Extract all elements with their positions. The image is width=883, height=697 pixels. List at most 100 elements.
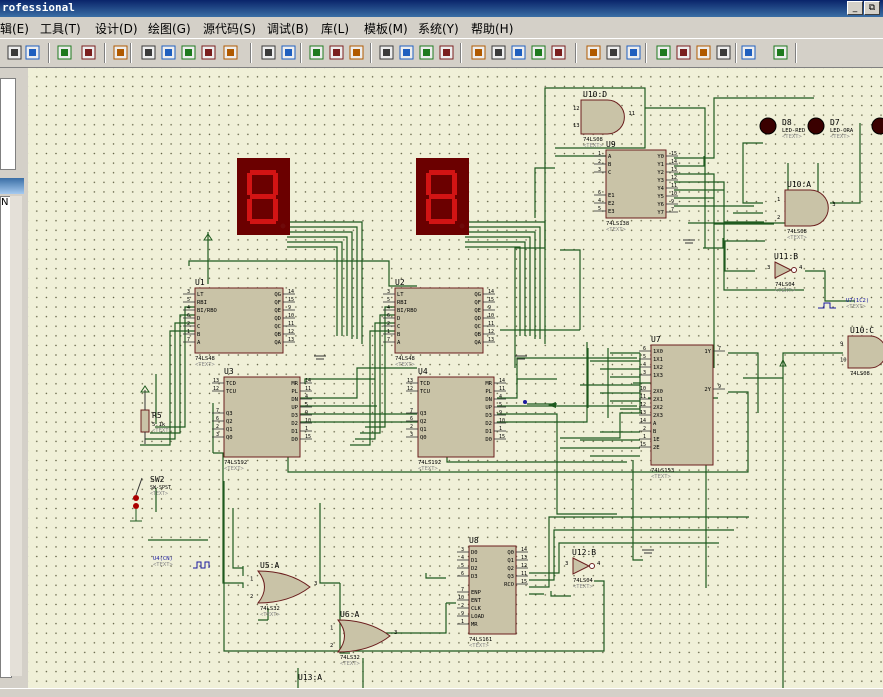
- menu-source[interactable]: 源代码(S): [203, 22, 256, 36]
- u11b-gate: [774, 261, 793, 279]
- u9-pin-num: 11: [671, 183, 677, 189]
- device-selector-header[interactable]: [0, 178, 24, 194]
- pan-icon[interactable]: [140, 44, 157, 61]
- u3-pin-num: 9: [305, 410, 308, 416]
- u3-pin-num: 13: [213, 378, 219, 384]
- u12b-pin-num: 3: [565, 561, 568, 567]
- u11b-part: 74LS04: [775, 282, 796, 288]
- remove-sheet-icon[interactable]: [675, 44, 692, 61]
- decompose-icon[interactable]: [530, 44, 547, 61]
- menu-tools[interactable]: 工具(T): [40, 22, 81, 36]
- u8-pin-name: Q2: [507, 566, 514, 572]
- u12b-pin-num: 4: [597, 561, 601, 567]
- device-list-item[interactable]: N: [1, 197, 9, 208]
- u2-pin-num: 12: [488, 329, 494, 335]
- exit-to-parent-icon[interactable]: [695, 44, 712, 61]
- page-icon[interactable]: [24, 44, 41, 61]
- u2-pin-num: 5: [387, 297, 390, 303]
- menu-graph[interactable]: 绘图(G): [148, 22, 191, 36]
- menu-help[interactable]: 帮助(H): [471, 22, 514, 36]
- u10d-ref: U10:D: [583, 90, 607, 99]
- u9-pin-name: Y6: [657, 202, 664, 208]
- redo-icon[interactable]: [280, 44, 297, 61]
- u1-part: 74LS48: [195, 356, 215, 362]
- clock-generator-icon: [818, 302, 836, 309]
- u4-pin-num: 11: [499, 386, 505, 392]
- wire-autorouter-icon[interactable]: [550, 44, 567, 61]
- u6a-ref: U6:A: [340, 610, 359, 619]
- zoom-in-icon[interactable]: [160, 44, 177, 61]
- u9-pin-name: Y1: [657, 162, 664, 168]
- u3-pin-name: Q2: [226, 419, 233, 425]
- wire: [212, 403, 244, 588]
- u11b-pin-num: 4: [799, 265, 803, 271]
- u9-pin-name: Y2: [657, 170, 664, 176]
- toolbar-separator: [460, 43, 462, 63]
- segment: [452, 173, 457, 195]
- menu-library[interactable]: 库(L): [321, 22, 350, 36]
- u1-pin-num: 14: [288, 289, 294, 295]
- minimize-button[interactable]: _: [847, 1, 863, 15]
- u9-pin-name: Y7: [657, 210, 664, 216]
- block-copy-icon[interactable]: [378, 44, 395, 61]
- grid-icon[interactable]: [80, 44, 97, 61]
- u9-pin-num: 7: [671, 207, 674, 213]
- sw2-text: <TEXT>: [150, 491, 168, 497]
- zoom-all-icon[interactable]: [200, 44, 217, 61]
- overview-window[interactable]: [0, 78, 16, 170]
- zoom-area-icon[interactable]: [222, 44, 239, 61]
- undo-icon[interactable]: [260, 44, 277, 61]
- u4-pin-num: 10: [499, 418, 505, 424]
- u1-pin-name: QE: [274, 308, 281, 314]
- u2-pin-name: B: [397, 332, 401, 338]
- restore-button[interactable]: ⧉: [864, 1, 880, 15]
- package-icon[interactable]: [510, 44, 527, 61]
- u10d-part: 74LS08: [583, 137, 603, 143]
- menu-template[interactable]: 模板(M): [364, 22, 408, 36]
- pick-device-icon[interactable]: [470, 44, 487, 61]
- block-delete-icon[interactable]: [438, 44, 455, 61]
- wire: [297, 367, 627, 463]
- block-rotate-icon[interactable]: [418, 44, 435, 61]
- u7-pin-name: 2X1: [653, 397, 663, 403]
- wire: [297, 658, 364, 688]
- menu-edit[interactable]: 辑(E): [0, 22, 29, 36]
- search-icon[interactable]: [585, 44, 602, 61]
- u3-pin-name: TCU: [226, 389, 236, 395]
- scrollbar[interactable]: [10, 196, 22, 676]
- u9-pin-num: 5: [598, 206, 601, 212]
- menu-system[interactable]: 系统(Y): [418, 22, 459, 36]
- zoom-out-icon[interactable]: [180, 44, 197, 61]
- wire: [500, 249, 581, 331]
- sw2-part: SW-SPST: [150, 485, 171, 491]
- refresh-icon[interactable]: [56, 44, 73, 61]
- wire: [497, 342, 637, 515]
- u2-pin-num: 7: [387, 337, 390, 343]
- origin-icon[interactable]: [112, 44, 129, 61]
- new-sheet-icon[interactable]: [655, 44, 672, 61]
- paste-icon[interactable]: [348, 44, 365, 61]
- u7-pin-name: B: [653, 429, 657, 435]
- property-assign-icon[interactable]: [605, 44, 622, 61]
- block-move-icon[interactable]: [398, 44, 415, 61]
- erc-icon[interactable]: [740, 44, 757, 61]
- u1-pin-name: D: [197, 316, 200, 322]
- window-title: rofessional: [2, 1, 75, 14]
- u5a-pin-num: 2: [250, 594, 253, 600]
- menu-design[interactable]: 设计(D): [95, 22, 138, 36]
- u8-pin-name: RCO: [504, 582, 514, 588]
- power-terminal: [203, 233, 213, 241]
- ares-icon[interactable]: [772, 44, 789, 61]
- bom-icon[interactable]: [715, 44, 732, 61]
- cut-icon[interactable]: [308, 44, 325, 61]
- u7-chip-body: [650, 344, 714, 466]
- print-icon[interactable]: [6, 44, 23, 61]
- u9-pin-num: 3: [598, 167, 601, 173]
- menu-debug[interactable]: 调试(B): [267, 22, 309, 36]
- u8-chip-body: [468, 545, 517, 635]
- design-explorer-icon[interactable]: [625, 44, 642, 61]
- make-device-icon[interactable]: [490, 44, 507, 61]
- u7-pin-name: 1X3: [653, 373, 663, 379]
- copy-icon[interactable]: [328, 44, 345, 61]
